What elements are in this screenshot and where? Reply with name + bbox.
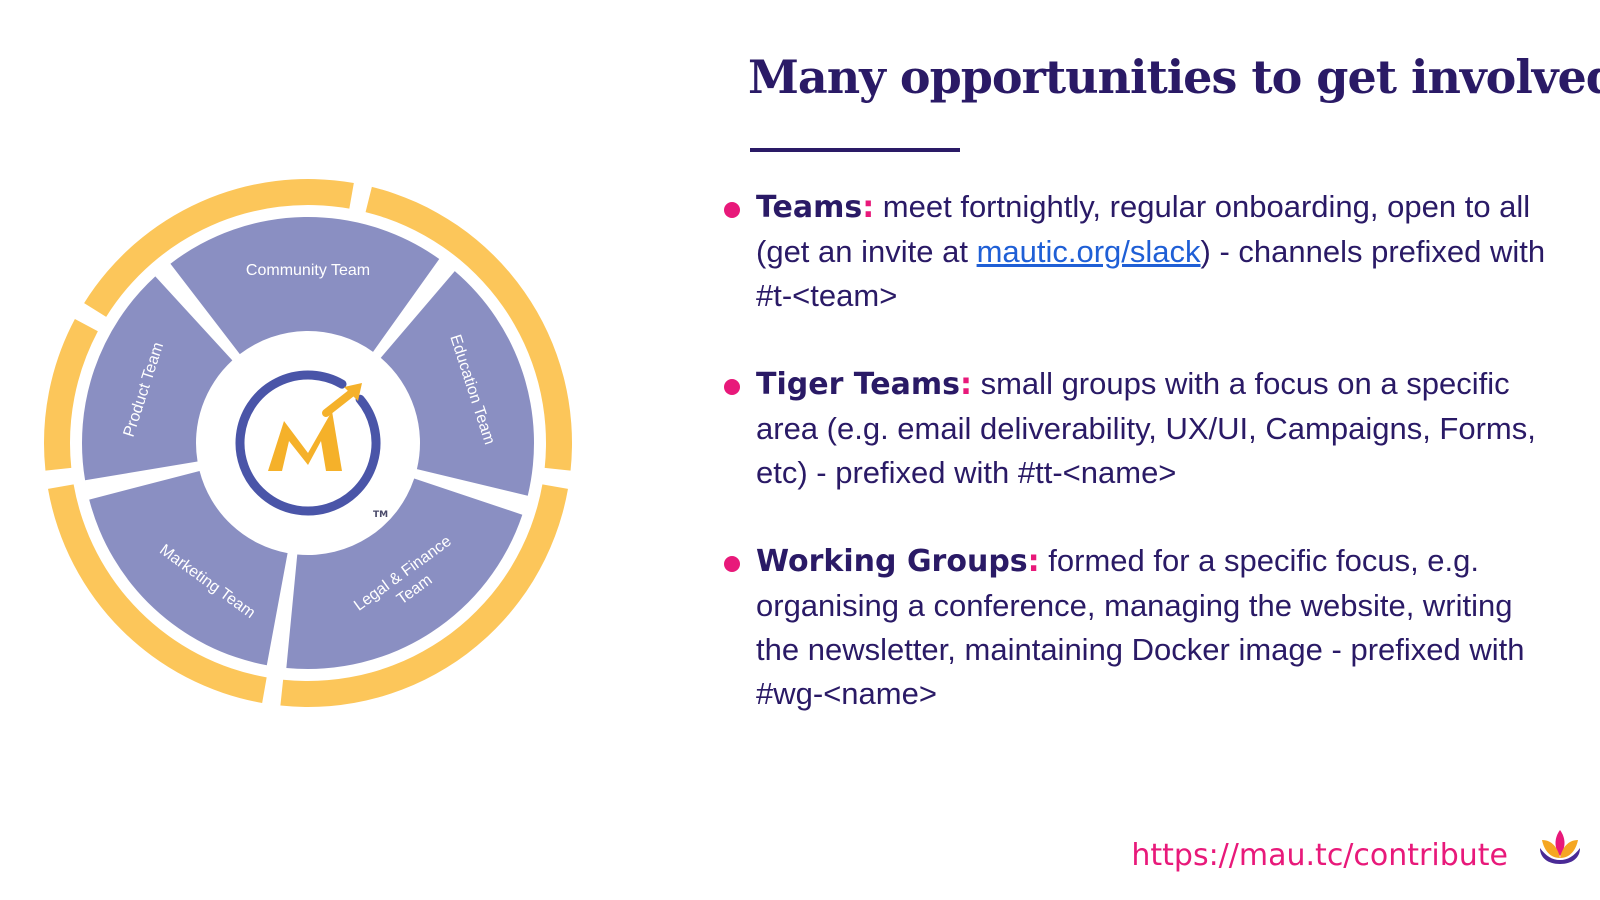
lotus-logo-icon xyxy=(1540,830,1580,864)
ring-arc xyxy=(84,179,354,317)
bullet-list: Teams: meet fortnightly, regular onboard… xyxy=(722,185,1562,760)
team-segment xyxy=(82,276,233,481)
title-underline xyxy=(750,148,960,152)
team-segment xyxy=(380,271,534,496)
bullet-term: Working Groups xyxy=(756,544,1028,579)
page-title: Many opportunities to get involved! xyxy=(748,50,1600,104)
bullet-text: small groups with a focus on a specific … xyxy=(756,366,1536,490)
team-label: Community Team xyxy=(246,262,370,279)
bullet-item-teams: Teams: meet fortnightly, regular onboard… xyxy=(722,185,1562,318)
bullet-colon: : xyxy=(1027,544,1040,579)
mautic-logo-icon xyxy=(235,370,381,516)
bullet-dot-icon xyxy=(724,379,740,395)
team-segment xyxy=(170,217,440,355)
ring-arc xyxy=(280,484,568,707)
bullet-text: formed for a specific focus, e.g. organi… xyxy=(756,543,1525,711)
bullet-item-tiger-teams: Tiger Teams: small groups with a focus o… xyxy=(722,362,1562,495)
team-segments xyxy=(82,217,534,669)
ring-arc xyxy=(48,484,267,703)
team-segment xyxy=(89,471,288,666)
bullet-term: Teams xyxy=(756,190,863,225)
bullet-text-after: ) - channels prefixed with #t-<team> xyxy=(756,234,1546,313)
bullet-item-working-groups: Working Groups: formed for a specific fo… xyxy=(722,539,1562,716)
bullet-dot-icon xyxy=(724,202,740,218)
ring-arc xyxy=(43,319,98,471)
bullet-term: Tiger Teams xyxy=(756,367,960,402)
bullet-dot-icon xyxy=(724,556,740,572)
team-segment xyxy=(286,478,523,669)
contribute-url[interactable]: https://mau.tc/contribute xyxy=(1131,838,1508,873)
bullet-colon: : xyxy=(862,190,875,225)
ring-arc xyxy=(365,186,572,471)
slack-invite-link[interactable]: mautic.org/slack xyxy=(976,234,1201,269)
center-hub xyxy=(200,335,416,551)
bullet-colon: : xyxy=(960,367,972,402)
outer-ring xyxy=(43,179,572,707)
bullet-text: meet fortnightly, regular onboarding, op… xyxy=(756,189,1531,269)
trademark-mark: TM xyxy=(373,510,388,520)
